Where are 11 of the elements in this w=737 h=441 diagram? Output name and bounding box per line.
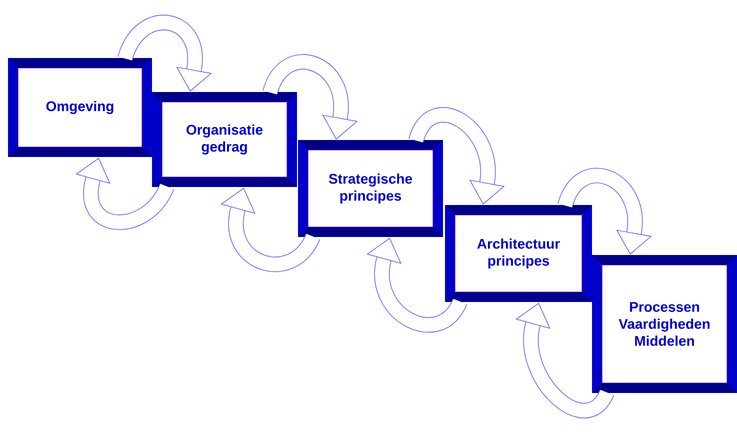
curved-arrow xyxy=(516,302,614,418)
node-label: Omgeving xyxy=(46,100,114,114)
process-box: Omgeving xyxy=(8,58,152,157)
curved-arrow xyxy=(76,158,174,230)
process-box: Processen Vaardigheden Middelen xyxy=(592,255,737,393)
node-label: Organisatie gedrag xyxy=(186,124,263,155)
process-box: Architectuur principes xyxy=(445,205,592,302)
process-box: Strategische principes xyxy=(298,140,443,237)
process-box: Organisatie gedrag xyxy=(152,92,297,187)
curved-arrow xyxy=(220,188,320,272)
curved-arrow xyxy=(366,238,467,333)
